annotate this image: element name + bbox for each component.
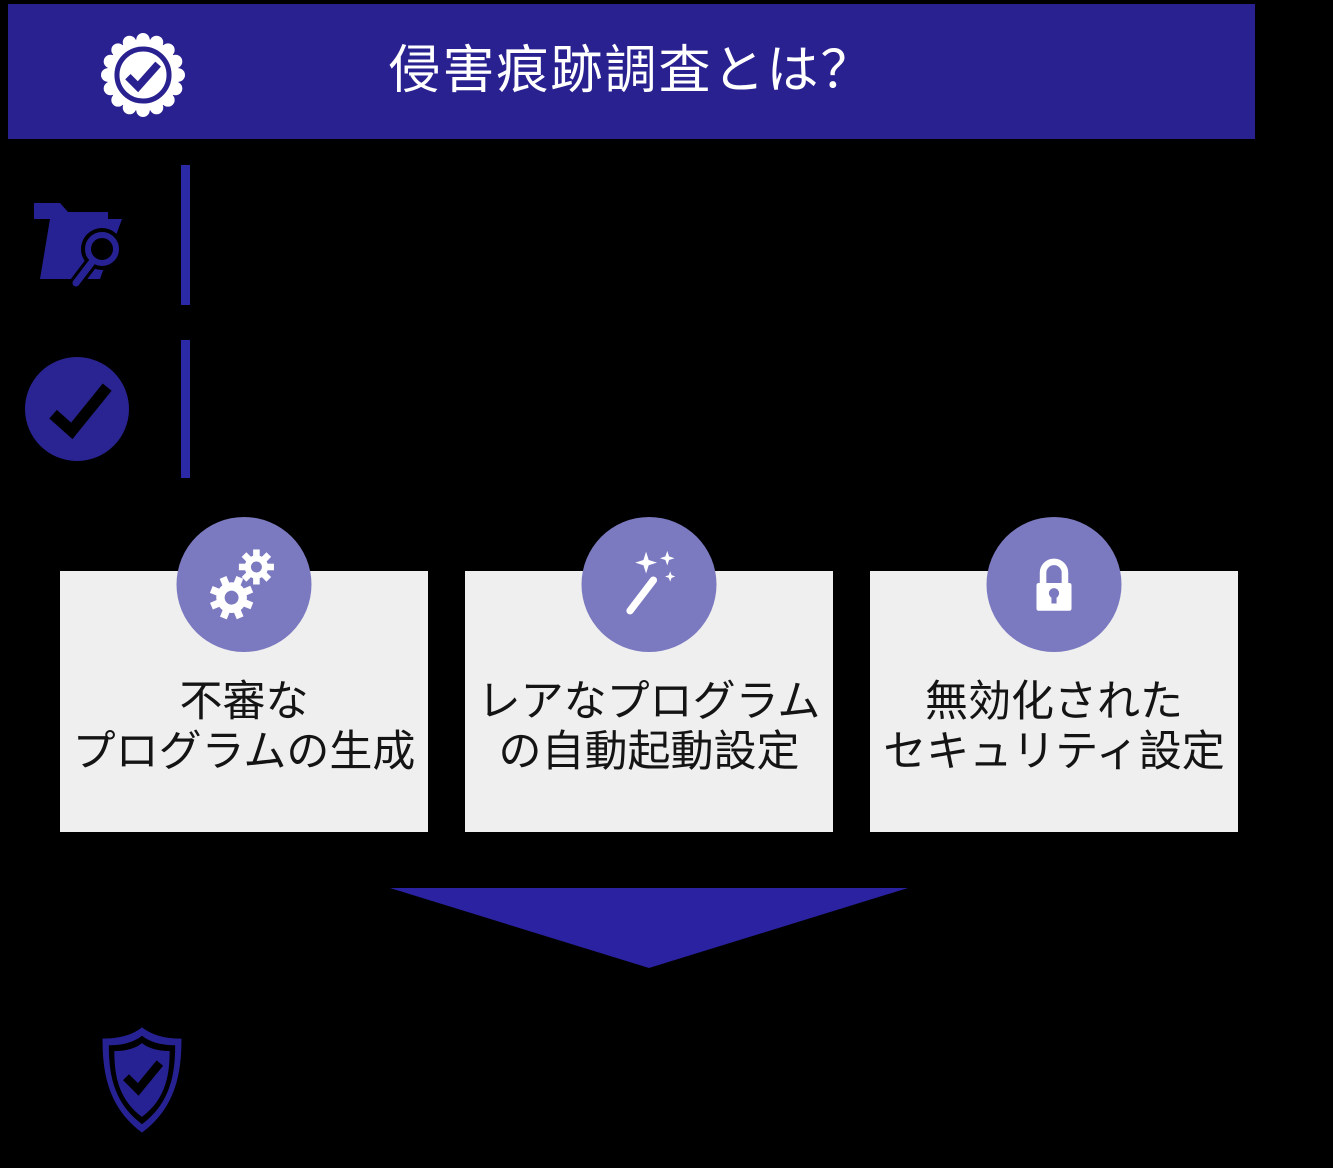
shield-check-icon [102,1027,182,1133]
card-icon-circle [581,517,717,652]
card-title-line: レアなプログラム [477,677,821,727]
card-title: レアなプログラム の自動起動設定 [465,677,833,777]
timeline-bar-2 [181,340,190,478]
page-title: 侵害痕跡調査とは？ [388,41,875,101]
card-title: 不審な プログラムの生成 [60,677,428,777]
certificate-badge-icon [101,33,185,117]
card-title: 無効化された セキュリティ設定 [870,677,1238,777]
timeline-bar-1 [181,165,190,305]
card-title-line: セキュリティ設定 [883,727,1225,777]
card-title-line: プログラムの生成 [72,727,416,777]
card-rare-autostart: レアなプログラム の自動起動設定 [465,517,833,832]
card-icon-circle [986,517,1122,652]
card-title-line: 不審な [179,677,309,727]
card-disabled-security: 無効化された セキュリティ設定 [870,517,1238,832]
check-circle-icon [25,357,129,461]
card-icon-circle [176,517,312,652]
down-arrow-icon [390,888,908,968]
padlock-icon [1036,558,1072,611]
card-title-line: 無効化された [925,677,1183,727]
folder-search-icon [34,203,123,287]
header-banner: 侵害痕跡調査とは？ [8,4,1255,139]
card-suspicious-programs: 不審な プログラムの生成 [60,517,428,832]
magic-wand-icon [626,550,676,615]
gears-icon [209,549,274,620]
card-title-line: の自動起動設定 [498,727,800,777]
